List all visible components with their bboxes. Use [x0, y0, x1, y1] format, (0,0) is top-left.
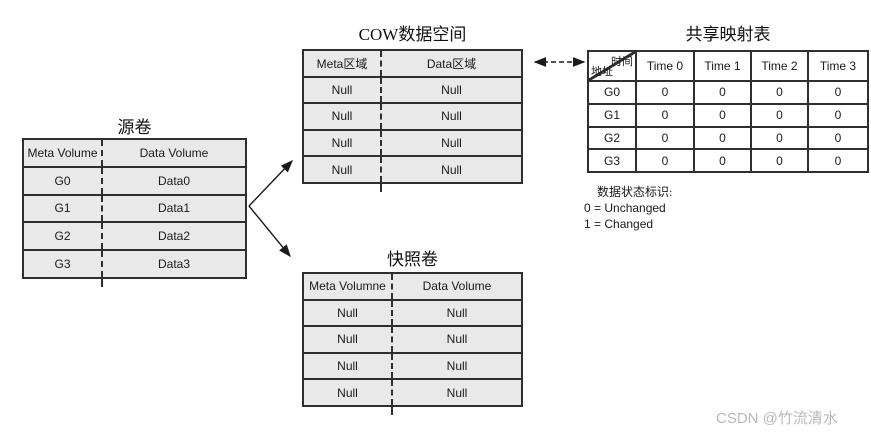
cell: 0: [695, 82, 752, 103]
cell: 0: [752, 82, 809, 103]
cell: 0: [834, 85, 842, 100]
arrow-source-to-cow: [248, 159, 293, 207]
cell: Null: [441, 109, 462, 124]
header-cell: Data区域: [426, 56, 477, 71]
header-cell: Time 1: [695, 52, 752, 80]
time-axis-label: 时间: [611, 56, 633, 68]
cell: Null: [446, 385, 468, 400]
header-cell: Time 3: [819, 59, 857, 73]
table-row: G3 0 0 0 0: [589, 150, 867, 171]
header-cell: Time 0: [637, 52, 695, 80]
cell: Null: [441, 136, 462, 151]
legend-title: 数据状态标识:: [597, 185, 673, 199]
cell: 0: [695, 127, 752, 149]
divider-tail: [391, 407, 393, 415]
cell: Null: [304, 327, 393, 352]
cell: 0: [637, 104, 695, 126]
cell: Data1: [157, 201, 191, 216]
cell: G0: [24, 167, 103, 194]
cell: Data2: [157, 229, 191, 244]
divider-tail: [101, 279, 103, 287]
header-cell: Data Volume: [139, 145, 209, 160]
arrow-source-to-snapshot: [248, 205, 291, 258]
table-header-row: 时间 地址 Time 0 Time 1 Time 2 Time 3: [589, 52, 867, 82]
snapshot-volume-table: Meta Volumne Data Volume Null Null Null …: [302, 272, 523, 407]
row-label: G2: [589, 127, 637, 149]
cell: G2: [24, 223, 103, 250]
cell: Null: [446, 332, 468, 347]
table-row: G0 0 0 0 0: [589, 82, 867, 105]
table-header-row: Meta Volumne Data Volume: [304, 274, 521, 301]
table-row: G1 0 0 0 0: [589, 104, 867, 128]
header-cell: Data Volume: [422, 279, 492, 294]
row-label: G3: [589, 150, 637, 171]
cell: G1: [24, 195, 103, 222]
table-row: Null Null: [304, 353, 521, 381]
csdn-watermark: CSDN @竹流清水: [716, 410, 838, 427]
cell: Null: [304, 130, 382, 156]
header-cell: Time 2: [752, 52, 809, 80]
cell: Null: [304, 157, 382, 182]
cell: Null: [304, 104, 382, 129]
cell: 0: [834, 153, 842, 168]
row-label: G0: [589, 82, 637, 103]
cell: 0: [752, 150, 809, 171]
cell: Null: [446, 305, 468, 320]
cell: 0: [637, 82, 695, 103]
source-volume-title: 源卷: [117, 118, 152, 137]
table-row: Null Null: [304, 327, 521, 354]
cell: Null: [304, 353, 393, 379]
cell: 0: [695, 104, 752, 126]
table-header-row: Meta Volume Data Volume: [24, 140, 245, 168]
cell: G3: [24, 251, 103, 277]
mapping-table: 时间 地址 Time 0 Time 1 Time 2 Time 3 G0 0 0…: [587, 50, 869, 173]
cell: Data0: [157, 173, 191, 188]
cow-space-title: COW数据空间: [358, 25, 467, 44]
cell: 0: [637, 150, 695, 171]
table-row: G0 Data0: [24, 167, 245, 196]
table-row: Null Null: [304, 130, 521, 158]
table-row: G1 Data1: [24, 195, 245, 224]
cell: Null: [304, 380, 393, 405]
cell: Null: [304, 77, 382, 103]
table-row: G2 Data2: [24, 223, 245, 252]
table-row: Null Null: [304, 300, 521, 328]
cell: 0: [752, 127, 809, 149]
corner-header-cell: 时间 地址: [589, 52, 637, 80]
cow-space-table: Meta区域 Data区域 Null Null Null Null Null N…: [302, 49, 523, 184]
status-legend: 数据状态标识: 0 = Unchanged 1 = Changed: [584, 184, 672, 232]
cell: Null: [446, 359, 468, 374]
cell: Null: [304, 300, 393, 326]
header-cell: Meta区域: [304, 51, 382, 76]
table-row: Null Null: [304, 104, 521, 131]
legend-line: 1 = Changed: [584, 217, 654, 231]
mapping-table-title: 共享映射表: [685, 25, 771, 44]
legend-line: 0 = Unchanged: [584, 201, 666, 215]
table-row: Null Null: [304, 157, 521, 182]
cell: 0: [834, 108, 842, 123]
divider-tail: [380, 184, 382, 192]
source-volume-table: Meta Volume Data Volume G0 Data0 G1 Data…: [22, 138, 247, 279]
cell: 0: [695, 150, 752, 171]
cell: 0: [834, 130, 842, 145]
table-row: Null Null: [304, 380, 521, 405]
cell: Null: [441, 162, 462, 177]
cell: 0: [752, 104, 809, 126]
address-axis-label: 地址: [591, 66, 613, 78]
table-header-row: Meta区域 Data区域: [304, 51, 521, 78]
header-cell: Meta Volume: [24, 140, 103, 166]
table-row: G2 0 0 0 0: [589, 127, 867, 151]
snapshot-volume-title: 快照卷: [387, 250, 438, 269]
row-label: G1: [589, 104, 637, 126]
table-row: G3 Data3: [24, 251, 245, 277]
header-cell: Meta Volumne: [304, 274, 393, 299]
table-row: Null Null: [304, 77, 521, 105]
cell: Null: [441, 82, 462, 97]
cell: Data3: [157, 257, 191, 272]
cell: 0: [637, 127, 695, 149]
